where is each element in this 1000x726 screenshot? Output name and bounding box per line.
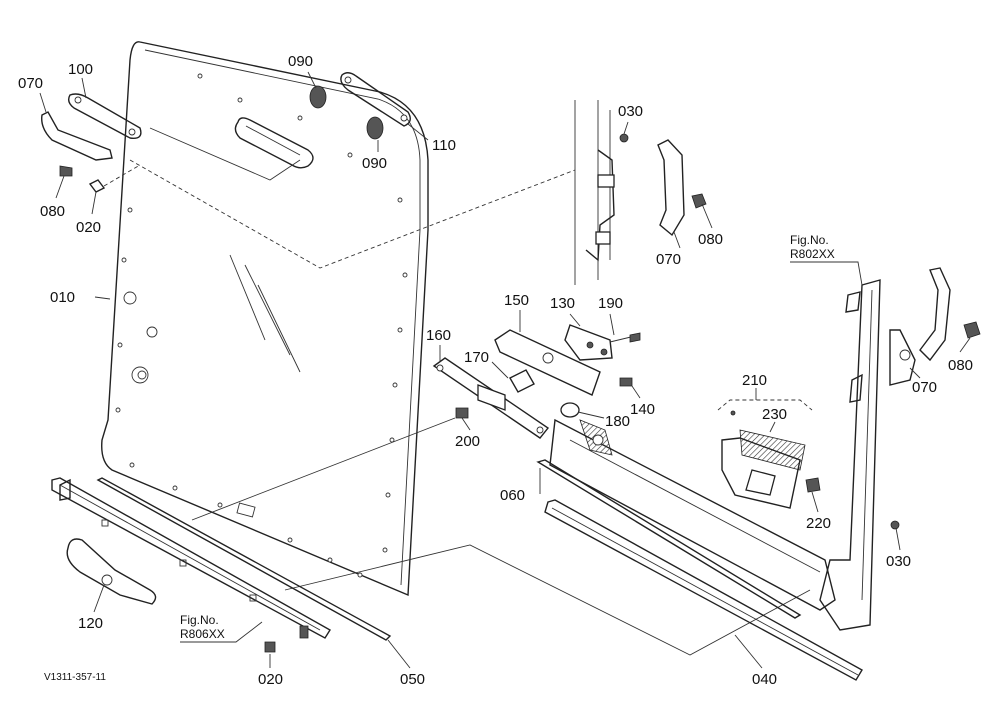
fig-ref-label-upper: Fig.No. [790,233,829,247]
callout-070-right: 070 [912,379,937,396]
door-glass-panel [101,41,429,597]
handle-top-left [41,93,142,193]
callout-050: 050 [400,671,425,688]
callout-010: 010 [50,289,75,306]
callout-170: 170 [464,349,489,366]
callout-180: 180 [605,413,630,430]
lower-sill [549,418,836,611]
callout-060: 060 [500,487,525,504]
callout-150: 150 [504,292,529,309]
callout-070-top-left: 070 [18,75,43,92]
fig-ref-label-lower: Fig.No. [180,613,219,627]
callout-030-lower: 030 [886,553,911,570]
callout-080-upper-right: 080 [698,231,723,248]
callout-220: 220 [806,515,831,532]
callout-040: 040 [752,671,777,688]
callout-120: 120 [78,615,103,632]
callout-160: 160 [426,327,451,344]
drawing-id: V1311-357-11 [44,672,106,683]
callout-210: 210 [742,372,767,389]
callout-090-lower: 090 [362,155,387,172]
callout-110: 110 [432,137,456,154]
callout-090-upper: 090 [288,53,313,70]
fig-ref-number-lower: R806XX [180,627,225,641]
panel-bolt-holes [115,73,408,578]
callout-030-upper: 030 [618,103,643,120]
grip-link-assembly [309,72,411,140]
leader-lines [39,71,971,669]
callout-230: 230 [762,406,787,423]
latch-assembly [717,399,821,509]
fig-ref-number-upper: R802XX [790,247,835,261]
callout-130: 130 [550,295,575,312]
callout-190: 190 [598,295,623,312]
callout-200: 200 [455,433,480,450]
lower-left-sill [51,477,331,653]
door-frame-right [819,267,981,631]
inner-handle-plate [234,117,314,169]
figure-references: Fig.No. R802XX Fig.No. R806XX [180,233,835,641]
door-frame-upper-section [574,100,707,285]
callout-100: 100 [68,61,93,78]
assembly-lines [129,127,811,656]
callout-070-upper-right: 070 [656,251,681,268]
callout-labels: 070 100 080 020 090 090 110 010 030 070 … [18,53,973,688]
callout-140: 140 [630,401,655,418]
callout-080-right: 080 [948,357,973,374]
callout-020-top-left: 020 [76,219,101,236]
callout-020-bottom: 020 [258,671,283,688]
callout-080-top-left: 080 [40,203,65,220]
lock-plate-assembly [432,324,641,439]
weatherstrip-bars [96,459,863,681]
